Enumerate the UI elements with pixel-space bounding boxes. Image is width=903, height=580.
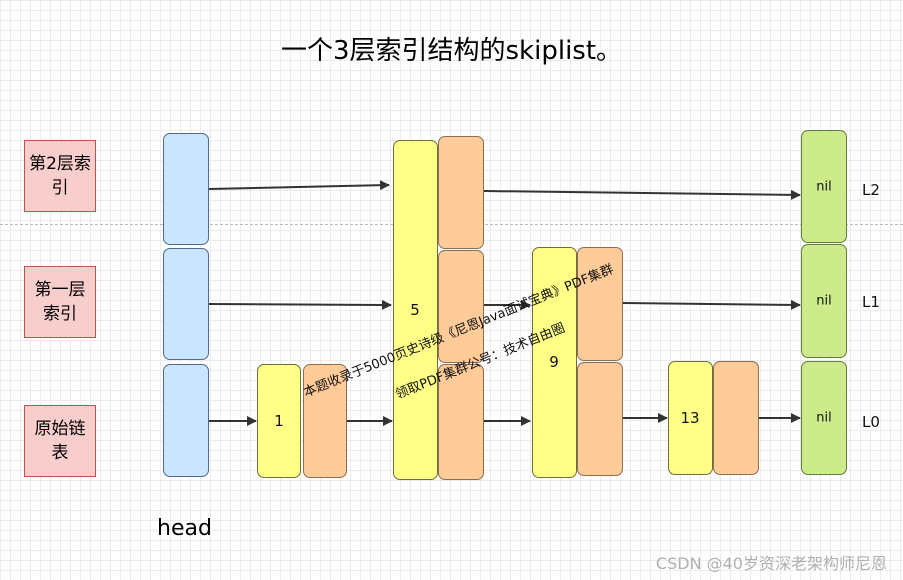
level-label-2-text: 第2层索引 [29, 154, 91, 198]
nil-label-l0: nil [816, 410, 832, 426]
node-5-label: 5 [410, 301, 420, 319]
nil-label-l2: nil [816, 179, 832, 195]
level-label-1: 第一层索引 [24, 266, 96, 338]
arrow-l1-head-to-5 [208, 299, 392, 310]
level-label-2: 第2层索引 [24, 140, 96, 212]
head-node-l1 [163, 248, 209, 360]
nil-label-l1: nil [816, 293, 832, 309]
diagram-title: 一个3层索引结构的skiplist。 [280, 36, 623, 66]
head-label: head [157, 516, 212, 541]
node-9-value [532, 247, 577, 478]
nil-node-l1 [801, 244, 847, 358]
node-1-pointer [303, 364, 347, 478]
node-13-label: 13 [680, 409, 700, 427]
level-id-l2: L2 [862, 181, 880, 199]
level-id-l0: L0 [862, 413, 880, 431]
nil-node-l0 [801, 361, 847, 475]
arrow-l2-5-to-nil [483, 189, 801, 200]
node-5-pointer-l1 [438, 250, 484, 363]
arrow-l2-head-to-5 [208, 180, 390, 191]
level-label-0: 原始链表 [24, 405, 96, 477]
level-id-l1: L1 [862, 293, 880, 311]
node-5-pointer-l2 [438, 136, 484, 249]
level-label-1-text: 第一层索引 [34, 280, 86, 324]
node-13-pointer [713, 361, 759, 475]
node-5-value [393, 140, 438, 480]
node-9-label: 9 [549, 353, 559, 371]
arrow-l1-9-to-nil [622, 299, 801, 310]
footer-credit: CSDN @40岁资深老架构师尼恩 [655, 554, 887, 573]
node-13-value [668, 361, 713, 475]
head-node-l0 [163, 364, 209, 477]
node-5-pointer-l0 [438, 364, 484, 480]
node-9-pointer-l0 [577, 362, 623, 476]
level-label-0-text: 原始链表 [34, 419, 86, 463]
head-node-l2 [163, 133, 209, 245]
nil-node-l2 [801, 130, 847, 243]
node-9-pointer-l1 [577, 247, 623, 361]
node-1-label: 1 [274, 412, 284, 430]
node-1-value [257, 364, 301, 478]
